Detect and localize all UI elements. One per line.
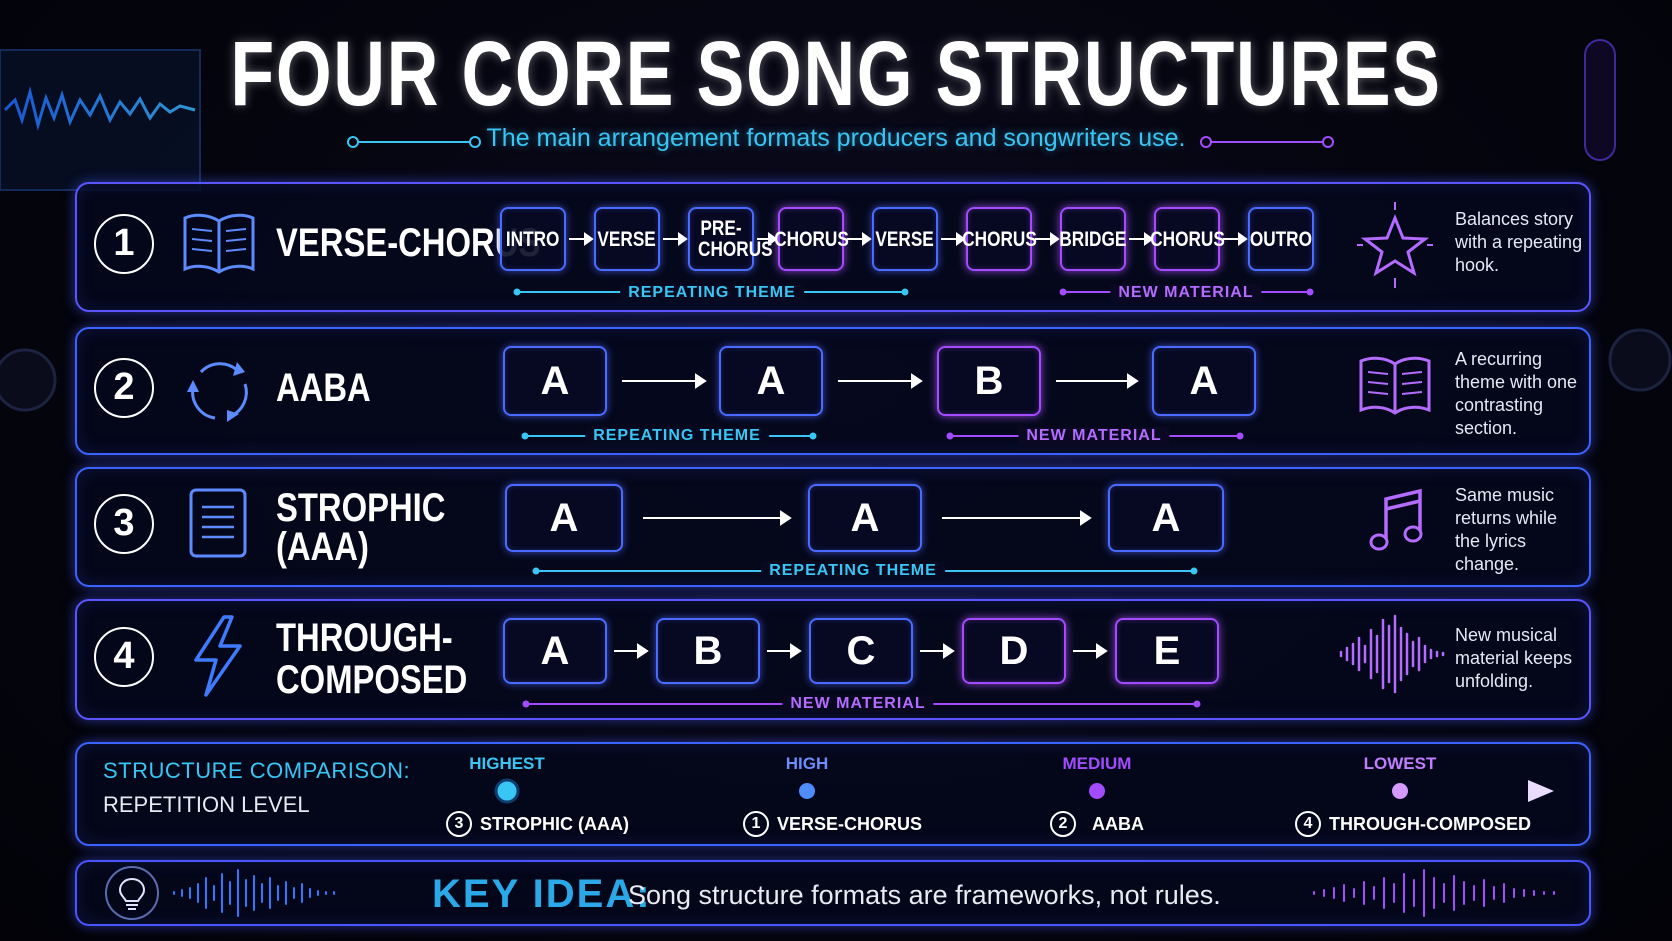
label-repeating-theme: REPEATING THEME [761,562,945,580]
rank-number: 1 [743,811,769,837]
label-new-material: NEW MATERIAL [1018,427,1170,445]
rank-name: VERSE-CHORUS [777,813,923,834]
section-chorus: CHORUS [962,207,1036,271]
section-a: A [1108,484,1224,552]
section-intro: INTRO [500,207,566,271]
label-repeating-theme: REPEATING THEME [585,427,769,445]
rank-number: 3 [446,811,472,837]
rank-item: 4 THROUGH-COMPOSED [1295,811,1531,837]
section-b: B [937,346,1041,416]
page-title: FOUR CORE SONG STRUCTURES [230,23,1442,125]
section-e: E [1115,618,1219,684]
section-verse: VERSE [872,207,938,271]
description: New musical material keeps unfolding. [1455,625,1573,691]
comparison-subtitle: REPETITION LEVEL [103,792,310,817]
panel-verse-chorus [75,182,1591,312]
rank-item: 3 STROPHIC (AAA) [446,811,629,837]
key-idea-panel [75,860,1591,926]
description: Balances story with a repeating hook. [1455,209,1583,275]
structure-name-line1: STROPHIC [276,486,446,530]
section-a: A [1152,346,1256,416]
structure-number: 2 [94,358,154,418]
rank-number: 4 [1295,811,1321,837]
label-new-material: NEW MATERIAL [782,695,934,713]
structure-number: 3 [94,494,154,554]
key-idea-text: Song structure formats are frameworks, n… [628,880,1221,910]
level-highest: HIGHEST [469,754,545,773]
section-chorus: CHORUS [774,207,848,271]
label-repeating-theme: REPEATING THEME [620,284,804,302]
rank-name: THROUGH-COMPOSED [1329,813,1531,834]
section-a: A [505,484,623,552]
rank-item: 2 AABA [1050,811,1144,837]
structure-name-line2: (AAA) [276,525,369,569]
rank-name: STROPHIC (AAA) [480,813,629,834]
level-high: HIGH [785,754,829,773]
section-bridge: BRIDGE [1060,207,1126,271]
label-new-material: NEW MATERIAL [1110,284,1262,302]
rank-number: 2 [1050,811,1076,837]
subtitle-row: The main arrangement formats producers a… [0,124,1672,160]
level-lowest: LOWEST [1363,754,1437,773]
section-a: A [503,346,607,416]
structure-name: AABA [276,366,371,410]
subtitle: The main arrangement formats producers a… [486,124,1186,152]
section-a: A [808,484,922,552]
section-verse: VERSE [594,207,660,271]
section-a: A [503,618,607,684]
comparison-title: STRUCTURE COMPARISON: [103,758,411,783]
structure-name: VERSE-CHORUS [276,221,541,265]
rank-item: 1 VERSE-CHORUS [743,811,922,837]
section-outro: OUTRO [1248,207,1314,271]
description: A recurring theme with one contrasting s… [1455,349,1578,438]
section-b: B [656,618,760,684]
structure-name-line1: THROUGH- [276,616,453,660]
structure-number: 4 [94,627,154,687]
level-medium: MEDIUM [1062,754,1132,773]
section-pre-chorus: PRE-CHORUS [688,207,773,271]
key-idea-label: KEY IDEA: [432,872,652,916]
rank-name: AABA [1092,813,1144,834]
structure-name-line2: COMPOSED [276,658,468,702]
section-chorus: CHORUS [1150,207,1224,271]
description: Same music returns while the lyrics chan… [1455,485,1558,574]
panel-aaba [75,327,1591,455]
structure-number: 1 [94,214,154,274]
comparison-panel [75,742,1591,846]
section-d: D [962,618,1066,684]
section-a: A [719,346,823,416]
section-c: C [809,618,913,684]
